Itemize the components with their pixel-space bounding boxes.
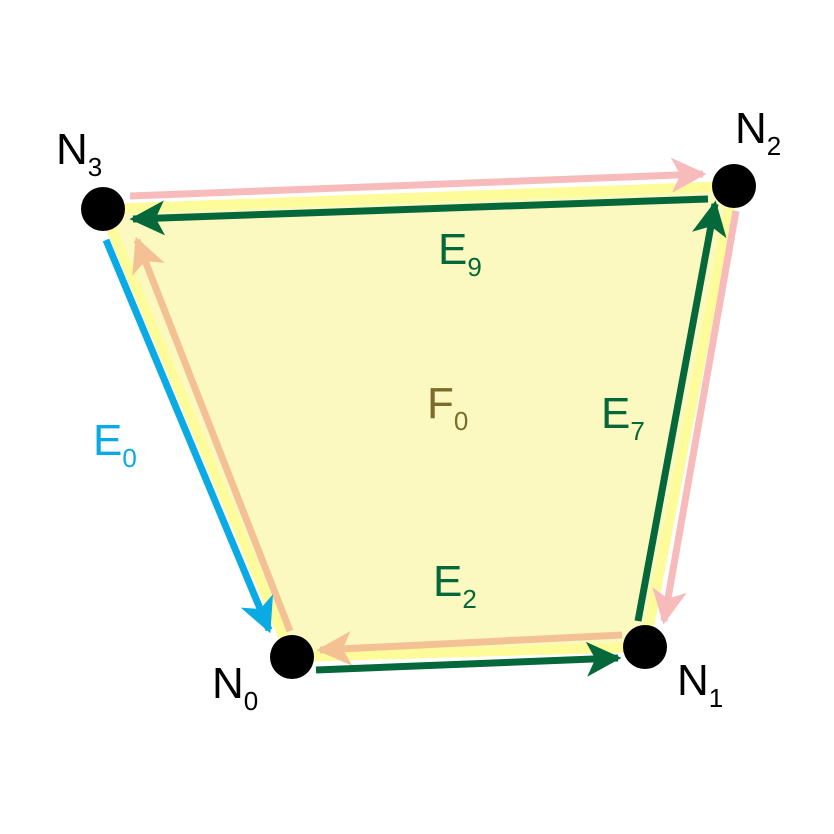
node-n2 — [712, 164, 756, 208]
half-edge-e2-n1-n0 — [316, 630, 623, 666]
label-e2: E2 — [433, 557, 477, 614]
half-edge-n3-n2 — [129, 157, 707, 200]
label-e0: E0 — [93, 416, 137, 473]
half-edge-n0-n1 — [315, 641, 622, 677]
label-n1: N1 — [677, 656, 723, 713]
label-n2: N2 — [735, 104, 781, 161]
label-f0: F0 — [427, 379, 468, 436]
label-n0: N0 — [212, 659, 258, 716]
label-e9: E9 — [438, 225, 482, 282]
node-n3 — [81, 187, 125, 231]
half-edge-e7-n1-n2 — [634, 200, 727, 622]
node-n1 — [623, 625, 667, 669]
half-edge-n0-n3 — [132, 236, 294, 633]
label-e7: E7 — [601, 389, 645, 446]
half-edge-e0-n3-n0 — [102, 238, 273, 634]
node-n0 — [270, 635, 314, 679]
half-edge-e9-n2-n3 — [129, 195, 709, 236]
label-n3: N3 — [56, 125, 102, 182]
half-edge-n2-n1 — [652, 210, 740, 625]
